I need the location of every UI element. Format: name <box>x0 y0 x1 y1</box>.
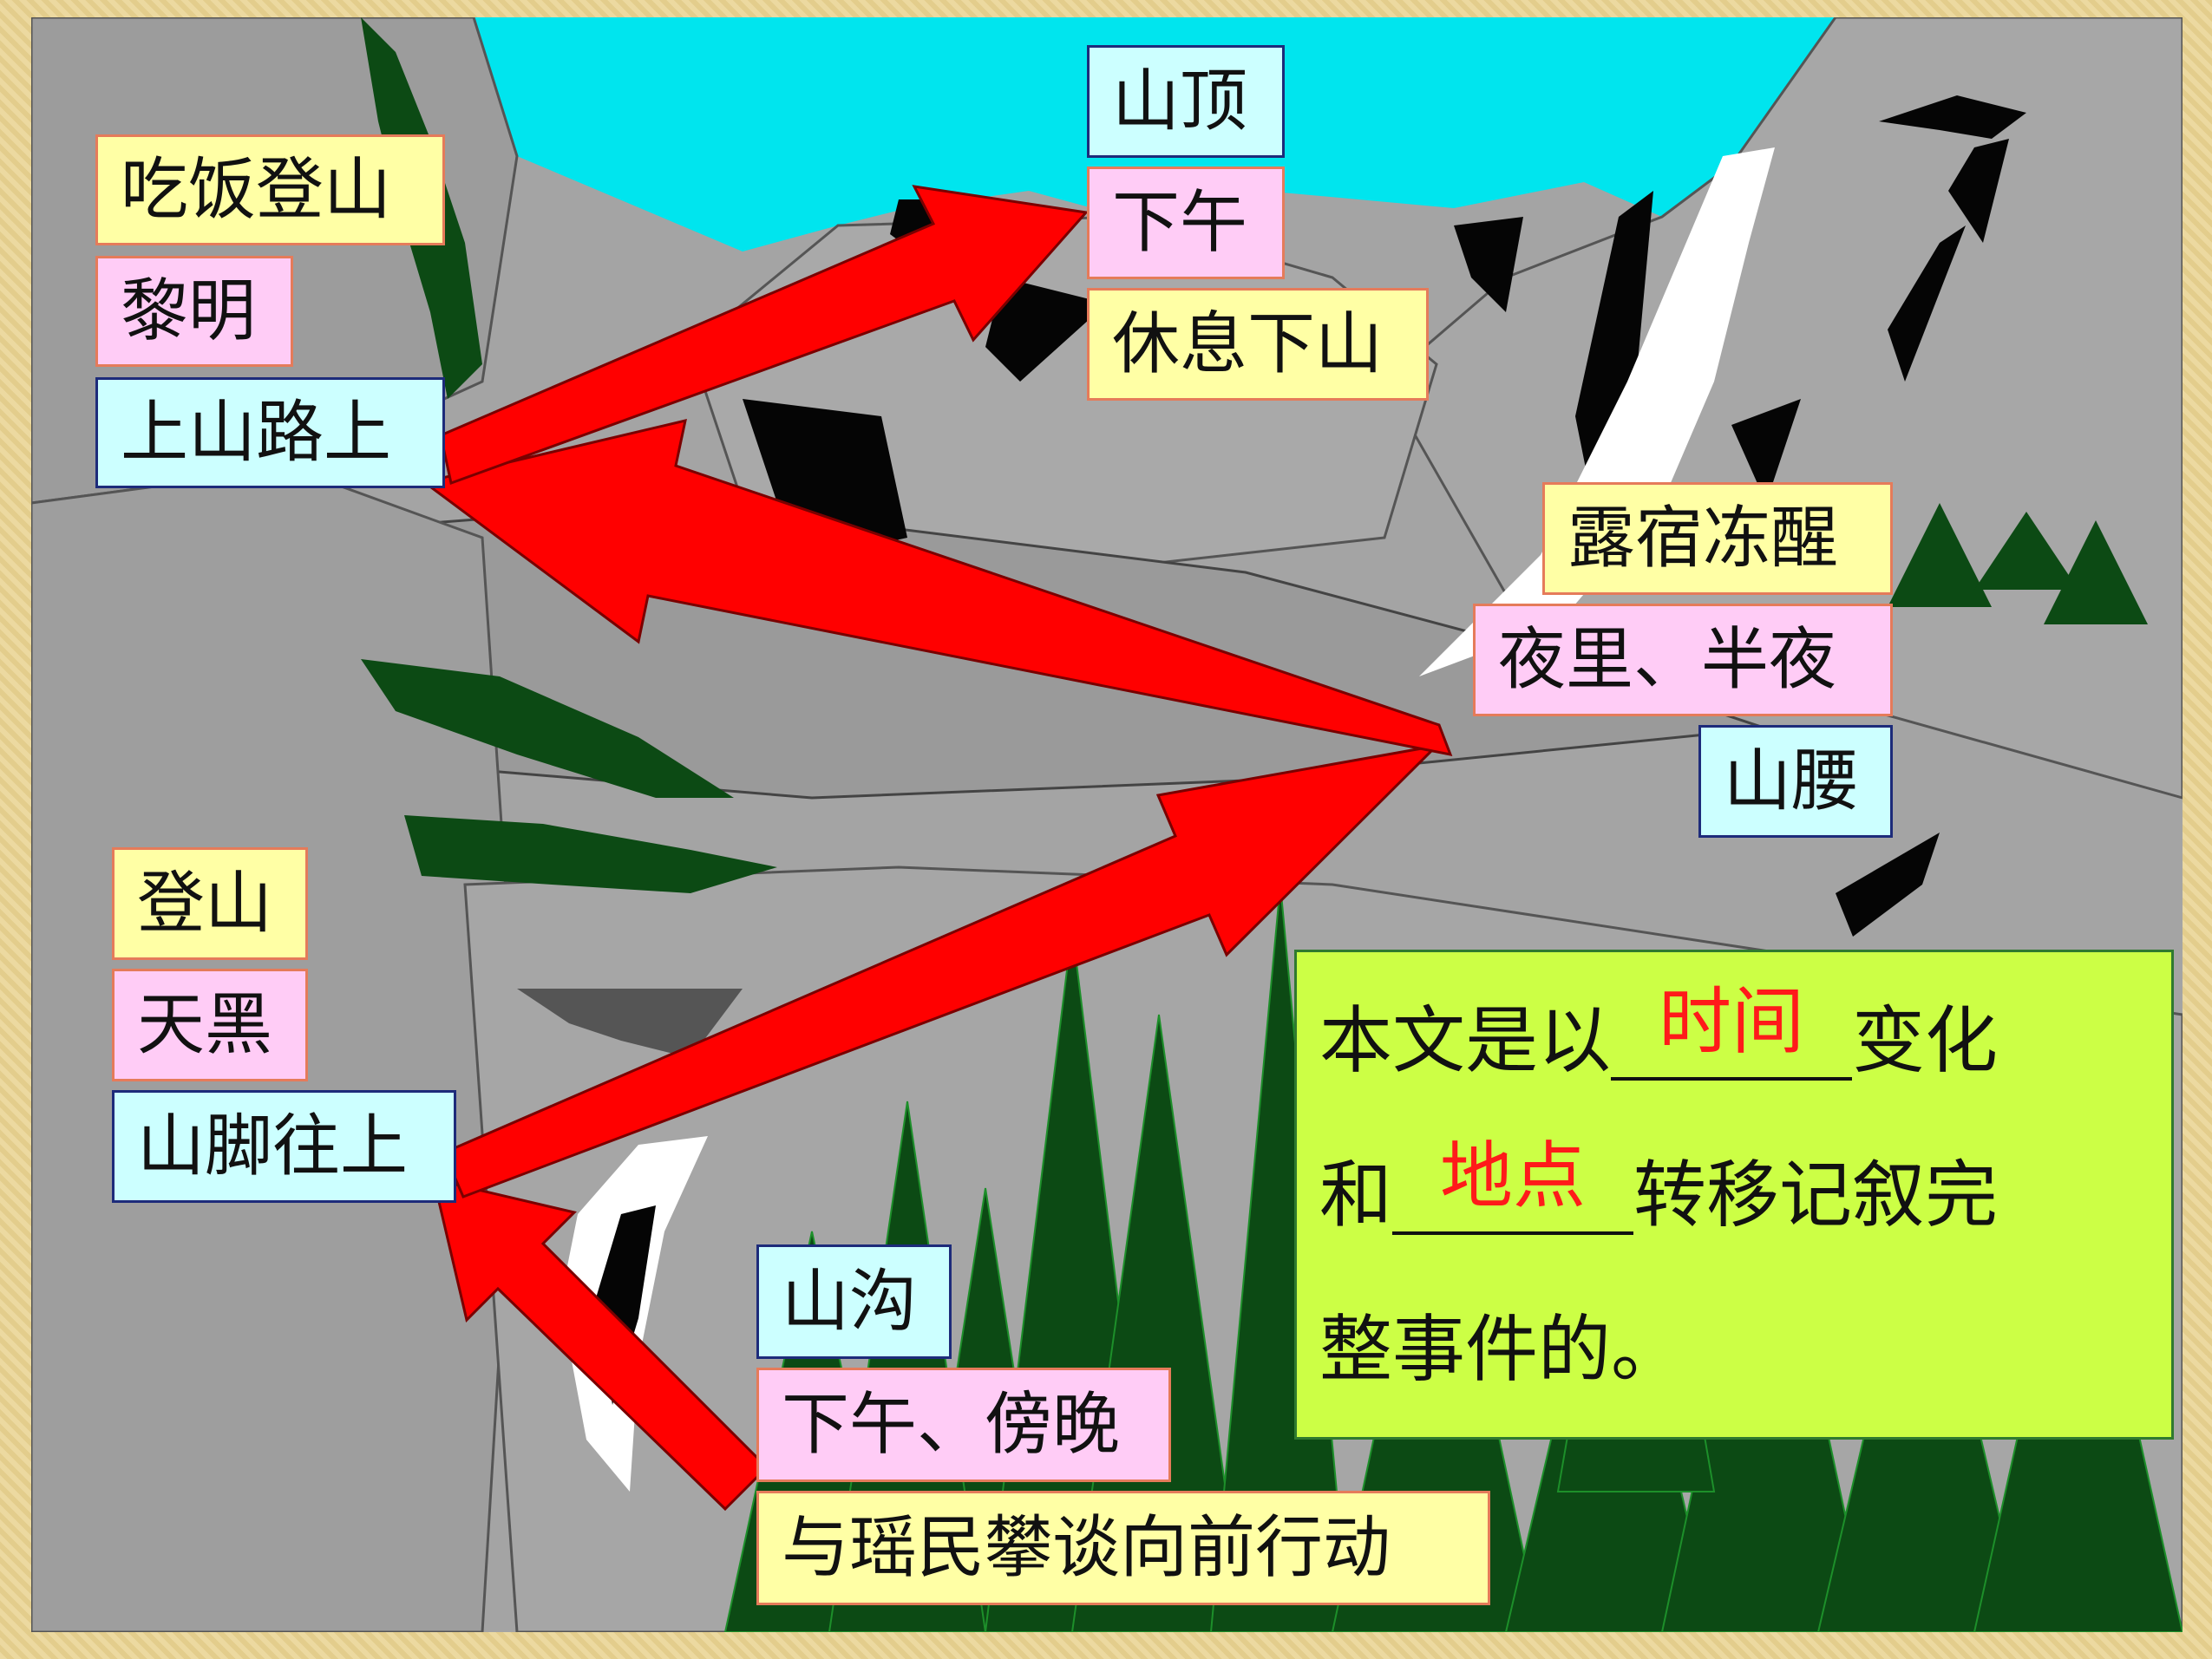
foot-time-label: 天黑 <box>112 969 308 1081</box>
summary-line2-post: 转移记叙完 <box>1633 1153 1999 1238</box>
foot-event-label: 登山 <box>112 847 308 960</box>
gully-event-label: 与瑶民攀谈向前行动 <box>756 1491 1490 1605</box>
conifer-trees-upper <box>1888 503 2148 624</box>
arrow-road-to-summit <box>439 185 1089 485</box>
arrow-foot-to-waist <box>442 743 1441 1199</box>
summary-line-2: 和地点转移记叙完 <box>1319 1140 2171 1235</box>
answer-blank-time: 时间 <box>1611 985 1853 1081</box>
summary-line-3: 整事件的。 <box>1319 1307 1685 1392</box>
road-place-label: 上山路上 <box>95 377 445 488</box>
summit-place-label: 山顶 <box>1087 45 1285 158</box>
summit-event-label: 休息下山 <box>1087 288 1429 401</box>
mountain-scene: 山顶 下午 休息下山 吃饭登山 黎明 上山路上 露宿冻醒 夜里、半夜 山腰 登山… <box>31 17 2183 1632</box>
road-time-label: 黎明 <box>95 256 293 367</box>
waist-time-label: 夜里、半夜 <box>1473 604 1893 716</box>
gully-time-label: 下午、傍晚 <box>756 1368 1171 1482</box>
upper-waterfall <box>1419 147 1775 676</box>
answer-time: 时间 <box>1659 979 1805 1064</box>
arrow-gully-to-foot <box>431 1177 769 1512</box>
flow-arrows <box>421 185 1453 1512</box>
waist-event-label: 露宿冻醒 <box>1542 482 1893 595</box>
arrow-waist-to-road <box>421 418 1453 756</box>
road-event-label: 吃饭登山 <box>95 134 445 245</box>
summary-box: 本文是以时间变化 和地点转移记叙完 整事件的。 <box>1294 950 2174 1440</box>
summary-line2-pre: 和 <box>1319 1153 1393 1238</box>
summit-time-label: 下午 <box>1087 167 1285 279</box>
waist-place-label: 山腰 <box>1698 725 1893 838</box>
answer-blank-place: 地点 <box>1392 1140 1634 1235</box>
summary-line1-post: 变化 <box>1852 998 1999 1083</box>
answer-place: 地点 <box>1440 1133 1587 1218</box>
summary-line1-pre: 本文是以 <box>1319 998 1612 1083</box>
ferns <box>361 659 777 893</box>
gully-place-label: 山沟 <box>756 1244 952 1359</box>
foot-place-label: 山脚往上 <box>112 1090 456 1203</box>
summary-line-1: 本文是以时间变化 <box>1319 985 2171 1081</box>
dark-pool <box>517 989 743 1058</box>
